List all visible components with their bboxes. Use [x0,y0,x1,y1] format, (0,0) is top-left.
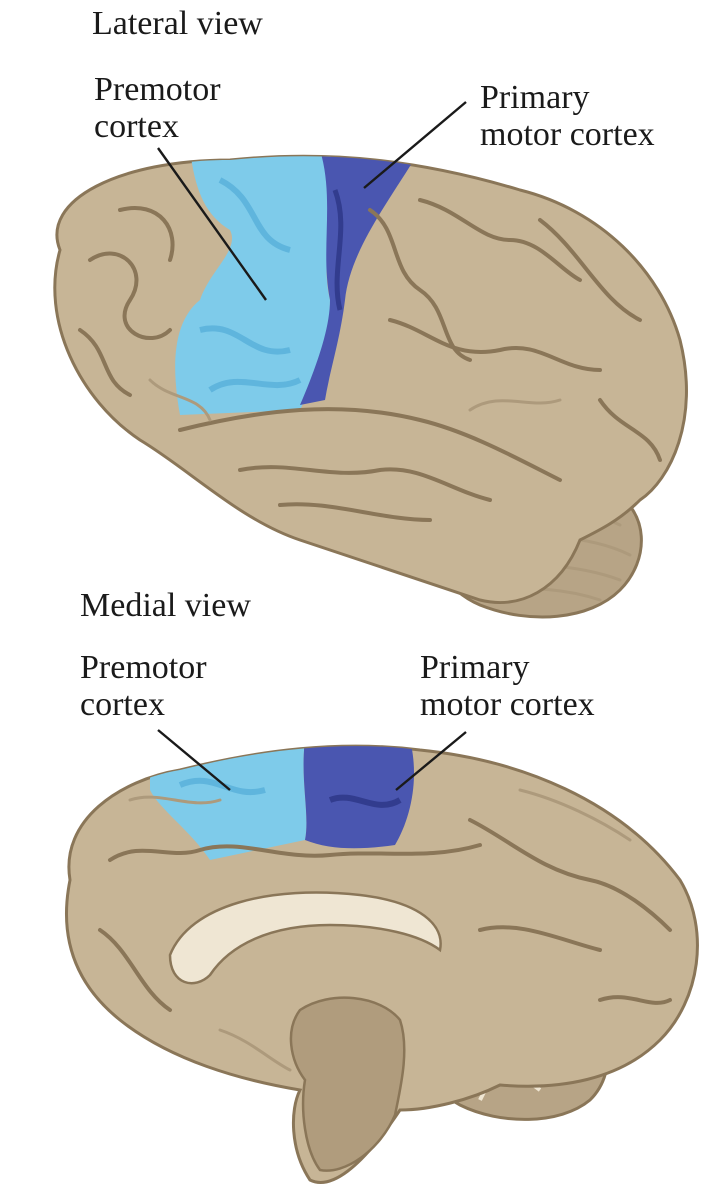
medial-primary-motor-label: Primary motor cortex [420,649,595,723]
corpus-callosum [168,891,442,985]
medial-primary-motor-region [303,746,415,849]
medial-view-title: Medial view [80,587,251,624]
lateral-primary-leader [363,101,467,189]
lateral-view-title: Lateral view [92,5,263,42]
medial-premotor-region [150,746,307,860]
lateral-premotor-leader [157,147,267,301]
lateral-brain [53,154,688,619]
lateral-premotor-label: Premotor cortex [94,71,221,145]
brainstem [289,996,406,1172]
lateral-primary-motor-label: Primary motor cortex [480,79,655,153]
medial-brain [65,744,699,1184]
medial-primary-leader [395,731,467,791]
lateral-primary-motor-region [300,156,420,405]
medial-premotor-label: Premotor cortex [80,649,207,723]
medial-premotor-leader [157,729,231,791]
